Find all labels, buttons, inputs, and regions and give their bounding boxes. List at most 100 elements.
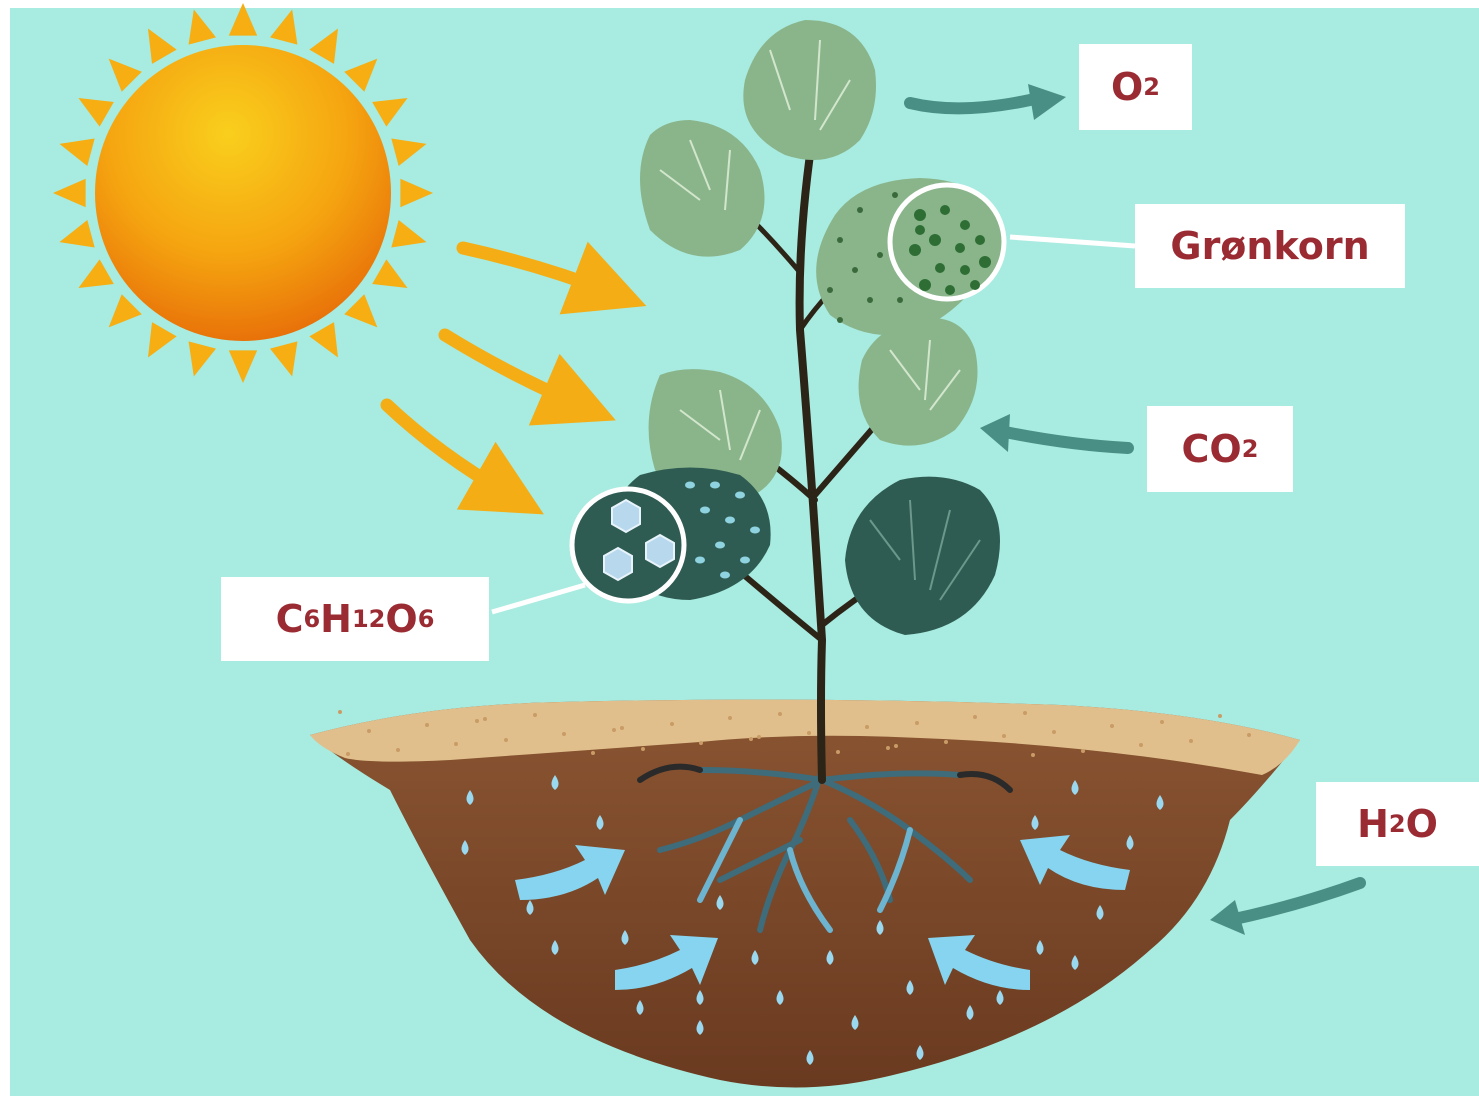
soil-speck [533, 713, 537, 717]
water-drop [1036, 940, 1044, 955]
soil-speck [944, 740, 948, 744]
soil-speck [749, 737, 753, 741]
water-drop [876, 920, 884, 935]
chloroplast-granule [960, 265, 970, 275]
chloroplast-dot [877, 252, 883, 258]
chloroplast-granule [909, 244, 921, 256]
water-arrow [615, 935, 718, 990]
sugar-dot [725, 516, 735, 524]
soil-speck [865, 725, 869, 729]
sun-ray [309, 28, 338, 64]
sun-ray [78, 98, 114, 127]
soil-speck [562, 732, 566, 736]
soil-speck [346, 752, 350, 756]
soil-speck [641, 747, 645, 751]
soil-speck [1002, 734, 1006, 738]
water-drop [1126, 835, 1134, 850]
sun-ray [344, 58, 378, 92]
water-drop [716, 895, 724, 910]
water-drop [596, 815, 604, 830]
water-drop [1071, 780, 1079, 795]
glucose-o: O [385, 597, 418, 641]
sun-ray [228, 350, 258, 383]
water-drop [526, 900, 534, 915]
o2-arrowhead [1028, 84, 1066, 120]
label-chloroplast: Grønkorn [1135, 204, 1405, 288]
sugar-dot [740, 556, 750, 564]
soil-speck [483, 717, 487, 721]
o2-arrow [904, 94, 1036, 115]
sun-ray [309, 322, 338, 358]
sun-ray [344, 294, 378, 328]
sugar-dot [695, 556, 705, 564]
soil-speck [591, 751, 595, 755]
soil-speck [1160, 720, 1164, 724]
chloroplast-granule [935, 263, 945, 273]
water-drop [776, 990, 784, 1005]
water-drop [1096, 905, 1104, 920]
co2-arrowhead [980, 414, 1010, 452]
chloroplast-granule [955, 243, 965, 253]
water-drop [1031, 815, 1039, 830]
sugar-dot [685, 481, 695, 489]
water-drop [916, 1045, 924, 1060]
chloroplast-dot [837, 237, 843, 243]
soil-specks [338, 710, 1251, 757]
sugar-dot [710, 481, 720, 489]
water-drop [461, 840, 469, 855]
sun-ray [148, 28, 177, 64]
sunlight-arrows [380, 241, 647, 515]
sun-ray [391, 220, 427, 248]
water-drop [621, 930, 629, 945]
soil-speck [836, 750, 840, 754]
sunlight-arrow [380, 398, 544, 515]
water-drop [826, 950, 834, 965]
soil-speck [1218, 714, 1222, 718]
chloroplast-granule [919, 279, 931, 291]
sugar-dots [685, 481, 760, 579]
sun-ray [59, 220, 95, 248]
water-drop [696, 990, 704, 1005]
soil-speck [1110, 724, 1114, 728]
gas-arrowheads [980, 84, 1245, 935]
sun-ray [148, 322, 177, 358]
soil-speck [454, 742, 458, 746]
sugar-dot [720, 571, 730, 579]
glucose-magnifier [491, 486, 687, 615]
soil-speck [620, 726, 624, 730]
water-drop [806, 1050, 814, 1065]
water-drop [551, 940, 559, 955]
sun-ray [188, 9, 216, 45]
sugar-dot [735, 491, 745, 499]
sun-ray [391, 138, 427, 166]
soil-speck [1189, 739, 1193, 743]
soil-speck [612, 728, 616, 732]
soil-speck [367, 729, 371, 733]
water-flow-arrows [515, 835, 1130, 990]
sugar-dot [750, 526, 760, 534]
soil-speck [757, 735, 761, 739]
soil-speck [915, 721, 919, 725]
chloroplast-granule [975, 235, 985, 245]
soil-speck [778, 712, 782, 716]
co2-arrow [999, 426, 1134, 454]
chloroplast-dot [867, 297, 873, 303]
chloroplast-granule [915, 225, 925, 235]
chloroplast-granule [914, 209, 926, 221]
chloroplast-magnifier [887, 182, 1136, 302]
water-drop [466, 790, 474, 805]
chloroplast-dot [837, 317, 843, 323]
chloroplast-text: Grønkorn [1170, 224, 1370, 268]
chloroplast-dots [827, 192, 903, 323]
leaf-right-mid [858, 318, 978, 446]
soil-speck [504, 738, 508, 742]
leaf-top [743, 20, 876, 160]
water-drop [906, 980, 914, 995]
soil-speck [1139, 743, 1143, 747]
gas-arrows [904, 94, 1366, 926]
soil-speck [886, 746, 890, 750]
sun-ray [270, 341, 298, 377]
